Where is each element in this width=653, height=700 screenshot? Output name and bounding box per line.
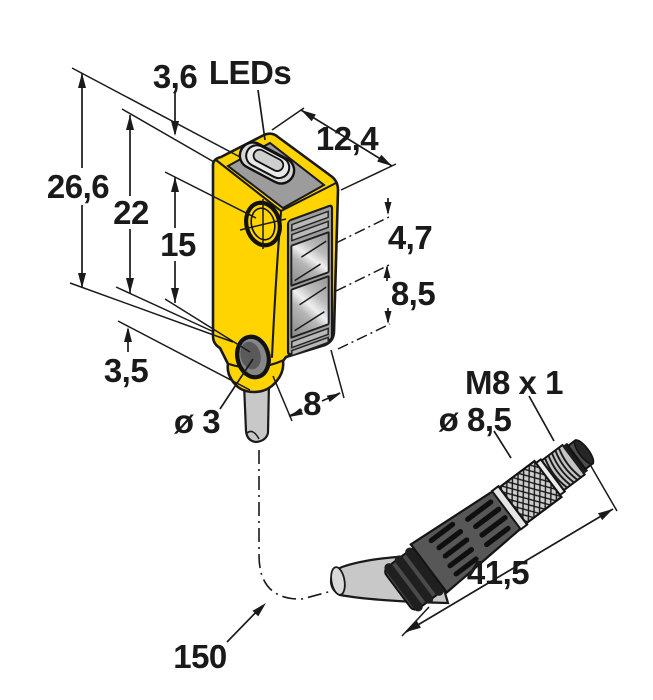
dim-label-8-5: 8,5 bbox=[391, 275, 436, 312]
vent-slat bbox=[291, 327, 329, 349]
sensing-face-panel bbox=[286, 204, 334, 357]
cable-centerline bbox=[258, 450, 333, 600]
dim-label-22: 22 bbox=[113, 194, 149, 231]
dim-label-dia-8-5: ø 8,5 bbox=[439, 401, 512, 438]
dimension-lines bbox=[81, 73, 614, 643]
cable-end-face bbox=[330, 566, 346, 596]
vent-slat bbox=[291, 220, 329, 242]
dimension-arrowheads bbox=[78, 73, 613, 632]
sensor-body bbox=[211, 132, 340, 444]
mounting-hole-top bbox=[239, 199, 287, 249]
label-leds: LEDs bbox=[209, 54, 291, 91]
dim-label-150: 150 bbox=[173, 638, 227, 675]
lens-face-top-edge bbox=[279, 181, 338, 213]
mounting-hole-bottom bbox=[235, 334, 271, 380]
hole-crosshair-h bbox=[239, 218, 287, 231]
m8-connector bbox=[329, 438, 595, 612]
strain-relief-boot bbox=[384, 547, 445, 612]
cable-cut-edge bbox=[246, 430, 260, 440]
dim-label-8: 8 bbox=[303, 385, 321, 422]
vent-slat bbox=[291, 210, 329, 232]
dim-label-15: 15 bbox=[160, 226, 196, 263]
lens-dimension-leaders bbox=[335, 215, 392, 350]
dim-label-3-5: 3,5 bbox=[104, 352, 149, 389]
vent-slat bbox=[291, 336, 329, 357]
led-window-icon bbox=[238, 141, 296, 185]
label-thread-m8: M8 x 1 bbox=[465, 364, 563, 401]
dim-label-4-7: 4,7 bbox=[388, 219, 432, 256]
dim-label-dia-3: ø 3 bbox=[174, 403, 220, 440]
connector-tip bbox=[566, 438, 595, 471]
dim-label-41-5: 41,5 bbox=[467, 554, 529, 591]
extension-lines bbox=[69, 67, 618, 637]
dim-label-26-6: 26,6 bbox=[47, 168, 109, 205]
thread-section bbox=[540, 443, 587, 492]
dim-label-3-6: 3,6 bbox=[153, 58, 198, 95]
dim-label-12-4: 12,4 bbox=[316, 120, 379, 157]
top-face-front-edge bbox=[214, 158, 283, 213]
sensor-cable-stub bbox=[242, 380, 271, 444]
tip-collar bbox=[562, 442, 589, 475]
